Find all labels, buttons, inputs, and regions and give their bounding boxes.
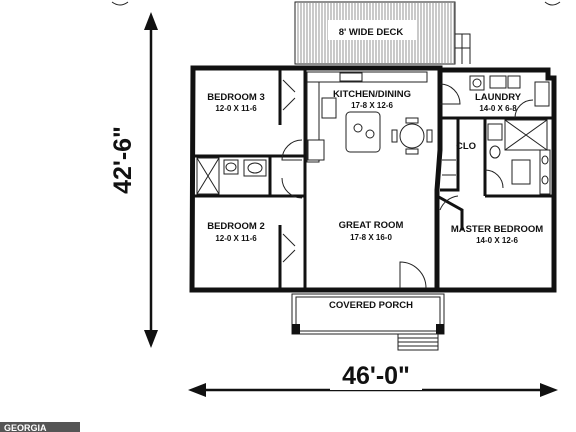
top-edge-marks — [111, 1, 561, 6]
covered-porch — [291, 293, 445, 351]
watermark-badge: GEORGIA — [0, 422, 80, 432]
door-swings — [281, 79, 534, 289]
room-labels: 8' WIDE DECK KITCHEN/DINING 17-8 X 12-6 … — [207, 27, 543, 311]
laundry-dims: 14-0 X 6-8 — [479, 104, 517, 113]
width-dimension-label: 46'-0" — [342, 362, 410, 390]
closet-label: CLO — [456, 141, 476, 152]
width-dimension: 46'-0" — [188, 360, 558, 397]
depth-dimension: 42'-6" — [105, 12, 158, 348]
master-bedroom-dims: 14-0 X 12-6 — [476, 236, 518, 245]
laundry-label: LAUNDRY — [475, 92, 522, 103]
bedroom3-dims: 12-0 X 11-6 — [215, 104, 257, 113]
interior-walls — [194, 70, 552, 288]
bedroom2-label: BEDROOM 2 — [207, 221, 265, 232]
kitchen-fixtures — [306, 71, 433, 163]
laundry-bath-fixtures — [442, 75, 551, 195]
master-bedroom-label: MASTER BEDROOM — [451, 224, 543, 235]
watermark-text: GEORGIA — [4, 423, 47, 432]
porch-label: COVERED PORCH — [329, 300, 413, 311]
kitchen-label: KITCHEN/DINING — [333, 89, 411, 100]
kitchen-dims: 17-8 X 12-6 — [351, 101, 393, 110]
great-room-label: GREAT ROOM — [339, 220, 404, 231]
depth-dimension-label: 42'-6" — [109, 126, 137, 194]
great-room-dims: 17-8 X 16-0 — [350, 233, 392, 242]
deck-label: 8' WIDE DECK — [339, 27, 404, 38]
deck — [294, 1, 471, 65]
hall-bath-fixtures — [196, 157, 267, 195]
bedroom3-label: BEDROOM 3 — [207, 92, 265, 103]
bedroom2-dims: 12-0 X 11-6 — [215, 234, 257, 243]
exterior-walls — [189, 65, 557, 293]
